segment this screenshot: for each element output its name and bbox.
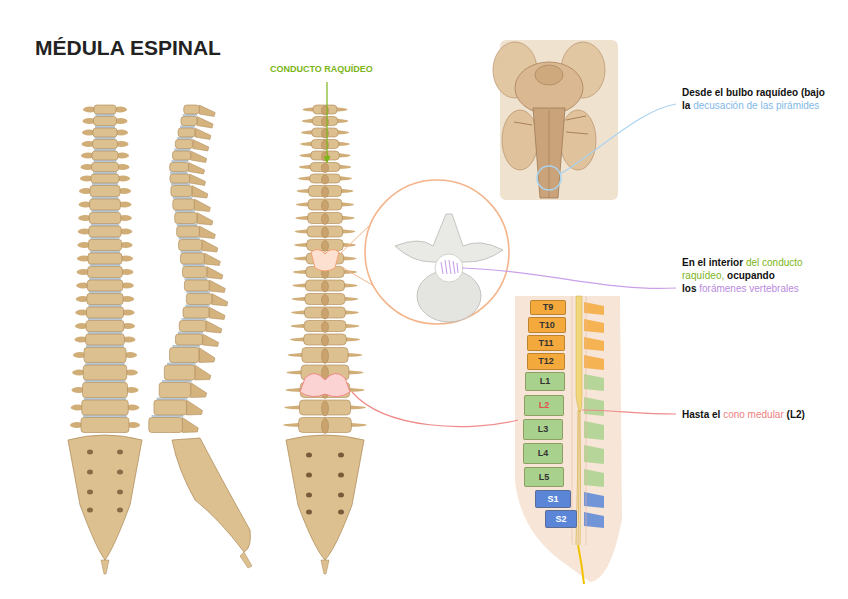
spine-columns — [68, 105, 367, 574]
label-group: En el interiordel conducto raquídeo,ocup… — [682, 256, 834, 295]
label-group: Desde el bulbo raquídeo (bajo ladecusaci… — [682, 86, 834, 112]
callout-text: forámenes vertebrales — [699, 283, 799, 294]
callout-text: En el interior — [682, 257, 743, 268]
vertebra-label: L1 — [540, 377, 551, 386]
sagittal-section — [515, 296, 622, 584]
callout-text: (L2) — [787, 409, 805, 420]
vertebra-body: T10 — [528, 317, 566, 333]
brainstem-picture — [493, 40, 676, 200]
spine-front — [68, 105, 142, 574]
vertebra-body: S1 — [535, 490, 571, 508]
vertebra-label: T9 — [543, 303, 554, 312]
label-group: Hasta elcono medular(L2) — [682, 408, 834, 421]
vertebra-body: L4 — [523, 443, 563, 464]
vertebra-label: T11 — [538, 339, 553, 348]
callout-text: Hasta el — [682, 409, 720, 420]
vertebra-body: L3 — [523, 419, 563, 440]
highlight-mark — [311, 249, 339, 271]
canal-arrow — [326, 82, 327, 162]
vertebra-label: T12 — [538, 357, 554, 366]
vertebra-label: T10 — [539, 321, 555, 330]
callout-text: cono medular — [723, 409, 784, 420]
label-group: CONDUCTO RAQUÍDEO — [270, 64, 390, 76]
vertebra-label: L3 — [538, 425, 549, 434]
vertebra-label: S2 — [555, 515, 566, 524]
canal-label: CONDUCTO RAQUÍDEO — [270, 64, 373, 74]
vertebra-body: T11 — [527, 335, 565, 351]
vertebra-body: S2 — [545, 510, 577, 528]
vertebra-body: L2 — [524, 395, 564, 416]
vertebra-label: L5 — [539, 473, 550, 482]
vertebra-label: L4 — [538, 449, 549, 458]
leader-line — [582, 410, 676, 414]
highlight-mark — [300, 373, 350, 396]
page-title: MÉDULA ESPINAL — [35, 36, 221, 60]
vertebra-body: T12 — [527, 353, 565, 370]
vertebra-body: L5 — [524, 467, 564, 487]
vertebra-body: T9 — [530, 300, 566, 315]
vertebra-body: L1 — [525, 372, 565, 391]
spine-posterior — [283, 105, 367, 574]
vertebra-label: L2 — [539, 401, 550, 410]
callout-text: decusación de las pirámides — [693, 100, 819, 111]
leader-line — [352, 392, 518, 427]
spine-lateral — [149, 105, 252, 568]
magnifier — [340, 180, 676, 324]
vertebra-label: S1 — [547, 495, 558, 504]
